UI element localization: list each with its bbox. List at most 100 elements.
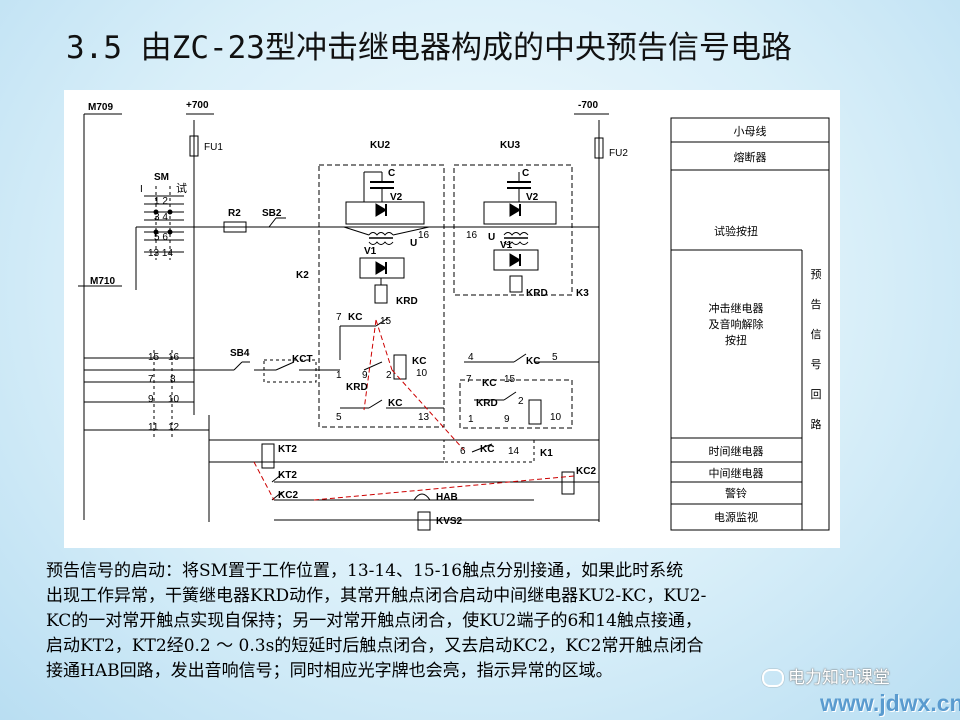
ku3-pin-7: 7 [466,374,472,385]
ku3-u-label: U [488,232,495,243]
ku3-pin-1: 1 [468,414,474,425]
sb2-label: SB2 [262,208,282,219]
ku3-c-label: C [522,168,529,179]
ku2-pin-16: 16 [418,230,430,241]
sm-contact-10: 10 [168,394,180,405]
legend-side-6: 路 [811,418,822,431]
sm-contact-8: 8 [170,374,176,385]
ku2-krd-contact-label: KRD [346,382,368,393]
legend-side-5: 回 [811,388,822,401]
krd-relay [374,284,388,304]
v1-diode [375,261,387,275]
watermark: 电力知识课堂 [762,663,890,688]
ku3-pin-15: 15 [504,374,516,385]
wechat-icon [762,669,784,687]
sm-contact-11: 11 [148,422,159,433]
ku2-krd-label: KRD [396,296,418,307]
legend-row-sound-reset: 及音响解除 [709,317,764,331]
legend-side-3: 信 [811,328,822,341]
legend-row-intermediate-relay: 中间继电器 [709,467,764,480]
ku2-v1-label: V1 [364,246,377,257]
sm-contact-16: 16 [168,352,180,363]
k3-label: K3 [576,288,589,299]
sm-contact-9: 9 [148,394,154,405]
ku3-pin-16: 16 [466,230,478,241]
sm-contact-15: 15 [148,352,160,363]
legend-row-fuse: 熔断器 [734,150,767,164]
fu1-fuse [189,135,199,157]
kc2-contact-label: KC2 [278,490,298,501]
ku2-kc-label: KC [348,312,362,323]
legend-row-test-button: 试验按扭 [714,224,758,238]
r2-label: R2 [228,208,241,219]
sm-contact-1314: 13 14 [148,248,173,259]
kvs2-label: KVS2 [436,516,463,527]
k1-pin-14: 14 [508,446,520,457]
legend-row-time-relay: 时间继电器 [709,445,764,458]
ku3-krd-contact-label: KRD [476,398,498,409]
kct-label: KCT [292,354,313,365]
k1-label: K1 [540,448,553,459]
sm-label: SM [154,172,169,183]
fu2-fuse [594,137,604,159]
ku2-kc-contact-label: KC [388,398,402,409]
kct-box [263,359,317,383]
hab-bell [413,493,431,501]
ku3-pin-10: 10 [550,412,562,423]
sm-contact-12b: 12 [168,422,180,433]
bus-m710-label: M710 [90,276,115,287]
kt2-coil-label: KT2 [278,444,297,455]
ku2-box [318,164,445,428]
legend-side-2: 告 [811,298,822,311]
legend-row-bell: 警铃 [725,486,747,500]
slide-title: 3.5 由ZC-23型冲击继电器构成的中央预告信号电路 [66,30,792,66]
ku3-pin-9: 9 [504,414,510,425]
sm-pos-i: I [140,184,143,195]
watermark-text: 电力知识课堂 [788,668,890,688]
legend-row-power-monitor: 电源监视 [714,510,758,524]
ku2-pin-13: 13 [418,412,430,423]
sb4-label: SB4 [230,348,250,359]
circuit-diagram: M709 +700 -700 M710 FU1 FU2 SM I 试 1 2 3… [64,90,840,548]
kt2-contact-label: KT2 [278,470,297,481]
legend-row-bus: 小母线 [734,124,767,138]
fu2-label: FU2 [609,148,628,159]
legend-side-1: 预 [811,268,822,281]
v2-diode [375,203,387,217]
caption-line: 接通HAB回路，发出音响信号；同时相应光字牌也会亮，指示异常的区域。 [46,661,613,681]
ku3-v2-label: V2 [526,192,539,203]
ku3-label: KU3 [500,140,520,151]
caption: 预告信号的启动：将SM置于工作位置，13-14、15-16触点分别接通，如果此时… [46,559,940,684]
ku3-box [453,164,573,296]
kc2-coil [561,471,575,495]
ku2-pin-15: 15 [380,316,392,327]
bus-neg-label: -700 [578,100,598,111]
sb2-button [268,217,277,228]
caption-line: 预告信号的启动：将SM置于工作位置，13-14、15-16触点分别接通，如果此时… [46,561,684,581]
ku2-v2-label: V2 [390,192,403,203]
ku3-krd-label: KRD [526,288,548,299]
ku2-pin-2: 2 [386,370,392,381]
ku2-pin-10: 10 [416,368,428,379]
sm-contact-34: 3 4 [154,212,168,223]
ku3-pin-2: 2 [518,396,524,407]
site-url: www.jdwx.cn [820,690,960,716]
ku3-pin-4: 4 [468,352,474,363]
kc2-coil-label: KC2 [576,466,596,477]
k2-label: K2 [296,270,309,281]
ku2-label: KU2 [370,140,390,151]
kt2-coil [261,443,275,469]
ku3-pin-5: 5 [552,352,558,363]
legend-row-impulse-relay: 冲击继电器 [709,301,764,315]
ku3-v1-label: V1 [500,240,513,251]
ku2-kc-coil [393,354,407,380]
legend-table [670,117,830,531]
ku2-pin-1: 1 [336,370,342,381]
caption-line: 出现工作异常，干簧继电器KRD动作，其常开触点闭合启动中间继电器KU2-KC，K… [46,586,707,606]
sm-contact-7: 7 [148,374,154,385]
k1-pin-6: 6 [460,446,466,457]
kvs2-coil [417,511,431,531]
bus-m709-label: M709 [88,102,113,113]
ku2-pin-5: 5 [336,412,342,423]
sm-contact-12: 1 2 [154,196,168,207]
